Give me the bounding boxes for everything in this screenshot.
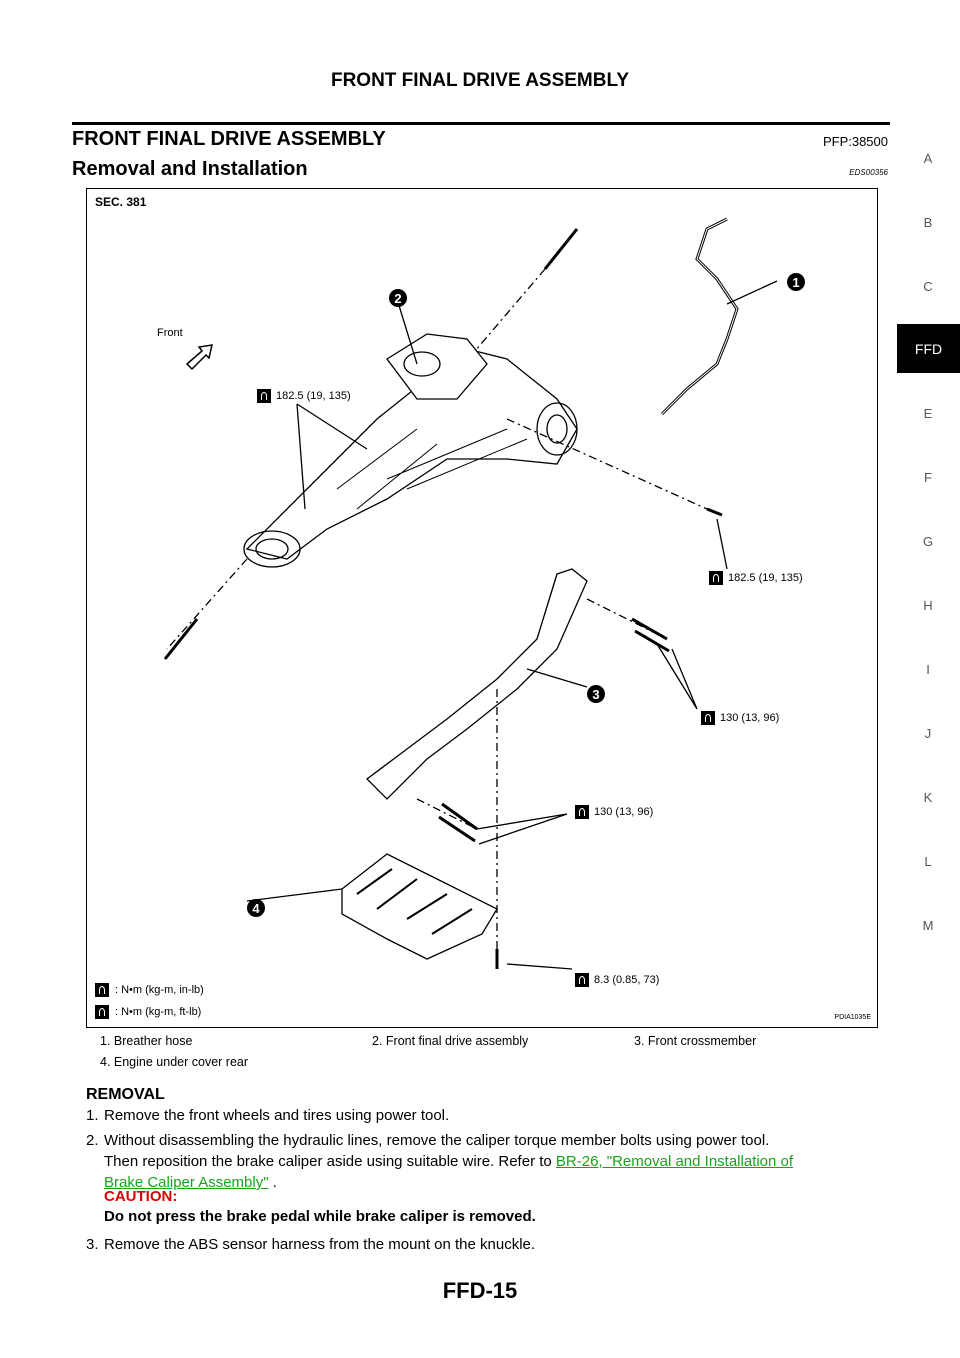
section-title: FRONT FINAL DRIVE ASSEMBLY: [72, 128, 386, 150]
step-text: Without disassembling the hydraulic line…: [104, 1132, 770, 1149]
front-label: Front: [157, 327, 183, 339]
step-number: 1.: [86, 1107, 99, 1124]
torque-value: 8.3 (0.85, 73): [594, 974, 660, 986]
step-2: 2. Without disassembling the hydraulic li…: [86, 1130, 886, 1193]
exploded-view-drawing: [163, 217, 778, 970]
torque-wrench-icon: [709, 571, 723, 585]
index-tab-h[interactable]: H: [923, 598, 933, 613]
parts-row: 4. Engine under cover rear: [86, 1055, 878, 1076]
torque-value: 130 (13, 96): [720, 712, 780, 724]
index-tab-a[interactable]: A: [923, 151, 933, 166]
part-item: 1. Breather hose: [100, 1034, 193, 1048]
subsection-code: EDS00356: [849, 168, 888, 177]
section-label: SEC. 381: [95, 195, 147, 209]
front-arrow-drawing: [185, 344, 213, 371]
part-item: 3. Front crossmember: [634, 1034, 757, 1048]
step-3: 3. Remove the ABS sensor harness from the…: [86, 1234, 886, 1255]
torque-value: 182.5 (19, 135): [728, 572, 803, 584]
index-tab-c[interactable]: C: [923, 279, 933, 294]
torque-value: 130 (13, 96): [594, 806, 654, 818]
torque-spec: 130 (13, 96): [575, 805, 653, 819]
caution-heading: CAUTION:: [104, 1188, 178, 1205]
callout-3: 3: [587, 685, 605, 703]
index-tab-i[interactable]: I: [926, 662, 930, 677]
torque-spec: 182.5 (19, 135): [257, 389, 351, 403]
index-tab-g[interactable]: G: [922, 534, 934, 549]
header-rule: [72, 122, 890, 125]
page-header: FRONT FINAL DRIVE ASSEMBLY: [330, 70, 630, 91]
step-text: Remove the front wheels and tires using …: [104, 1107, 450, 1124]
page-number: FFD-15: [442, 1278, 518, 1303]
br-26-link[interactable]: BR-26, "Removal and Installation of: [555, 1153, 794, 1170]
torque-spec: 130 (13, 96): [701, 711, 779, 725]
crossmember-drawing: [366, 568, 588, 800]
torque-value: 182.5 (19, 135): [276, 390, 351, 402]
index-tab-b[interactable]: B: [923, 215, 933, 230]
legend-in-lb: : N•m (kg-m, in-lb): [95, 983, 204, 997]
step-number: 3.: [86, 1236, 99, 1253]
step-number: 2.: [86, 1132, 99, 1149]
index-tab-m[interactable]: M: [922, 918, 934, 933]
caution-text: Do not press the brake pedal while brake…: [104, 1208, 536, 1225]
torque-wrench-icon: [701, 711, 715, 725]
figure-id: PDIA1035E: [834, 1014, 871, 1021]
part-item: 2. Front final drive assembly: [372, 1034, 529, 1048]
index-tab-e[interactable]: E: [923, 406, 933, 421]
torque-wrench-icon: [257, 389, 271, 403]
index-tab-k[interactable]: K: [923, 790, 933, 805]
callout-2: 2: [389, 289, 407, 307]
brake-caliper-link[interactable]: Brake Caliper Assembly": [104, 1174, 269, 1191]
index-tab-l[interactable]: L: [924, 854, 932, 869]
breather-hose-drawing: [660, 217, 739, 416]
section-code: PFP:38500: [822, 134, 888, 149]
torque-wrench-icon: [575, 973, 589, 987]
part-item: 4. Engine under cover rear: [100, 1055, 249, 1069]
index-tab-j[interactable]: J: [924, 726, 932, 741]
callout-1: 1: [787, 273, 805, 291]
torque-wrench-icon: [95, 983, 109, 997]
step-text: .: [268, 1174, 277, 1191]
torque-spec: 8.3 (0.85, 73): [575, 973, 659, 987]
parts-list: 1. Breather hose 2. Front final drive as…: [86, 1034, 878, 1076]
legend-text: : N•m (kg-m, in-lb): [115, 984, 204, 996]
torque-wrench-icon: [575, 805, 589, 819]
torque-spec: 182.5 (19, 135): [709, 571, 803, 585]
step-text: Remove the ABS sensor harness from the m…: [104, 1236, 536, 1253]
torque-wrench-icon: [95, 1005, 109, 1019]
step-text: Then reposition the brake caliper aside …: [104, 1153, 556, 1170]
callout-4: 4: [247, 899, 265, 917]
parts-row: 1. Breather hose 2. Front final drive as…: [86, 1034, 878, 1055]
subsection-title: Removal and Installation: [72, 158, 308, 180]
exploded-view-figure: SEC. 381 Front 1 2 3 4 182.5 (19, 135) 1…: [86, 188, 878, 1028]
step-1: 1. Remove the front wheels and tires usin…: [86, 1105, 886, 1126]
index-tab-ffd-active[interactable]: FFD: [897, 324, 960, 373]
under-cover-drawing: [341, 853, 498, 960]
index-tab-f[interactable]: F: [924, 470, 932, 485]
removal-heading: REMOVAL: [86, 1086, 165, 1103]
legend-text: : N•m (kg-m, ft-lb): [115, 1006, 202, 1018]
legend-ft-lb: : N•m (kg-m, ft-lb): [95, 1005, 201, 1019]
